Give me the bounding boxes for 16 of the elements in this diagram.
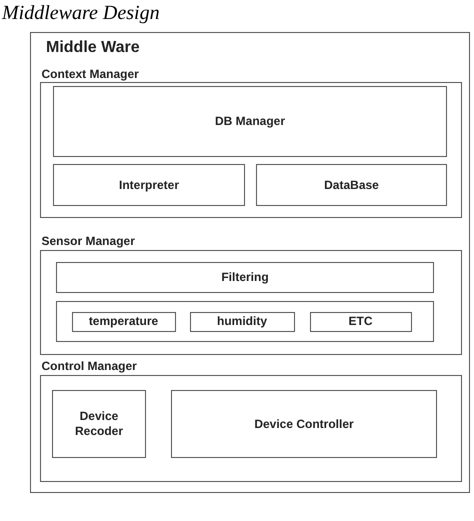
diagram-title: Middleware Design: [2, 2, 160, 25]
module-box: ETC: [310, 312, 412, 332]
group-heading: Context Manager: [42, 66, 139, 80]
module-box: DB Manager: [53, 86, 447, 157]
module-box: humidity: [190, 312, 294, 332]
module-box: Filtering: [56, 262, 434, 293]
group-heading: Control Manager: [42, 358, 137, 372]
sensor-row-panel: [56, 301, 434, 342]
group-heading: Sensor Manager: [42, 234, 135, 248]
module-box: Device Controller: [171, 390, 437, 458]
panel-heading: Middle Ware: [46, 39, 140, 57]
module-box: Device Recoder: [52, 390, 146, 458]
module-box: temperature: [72, 312, 176, 332]
middleware-panel: [30, 32, 470, 493]
module-box: Interpreter: [53, 164, 245, 206]
module-box: DataBase: [256, 164, 447, 206]
